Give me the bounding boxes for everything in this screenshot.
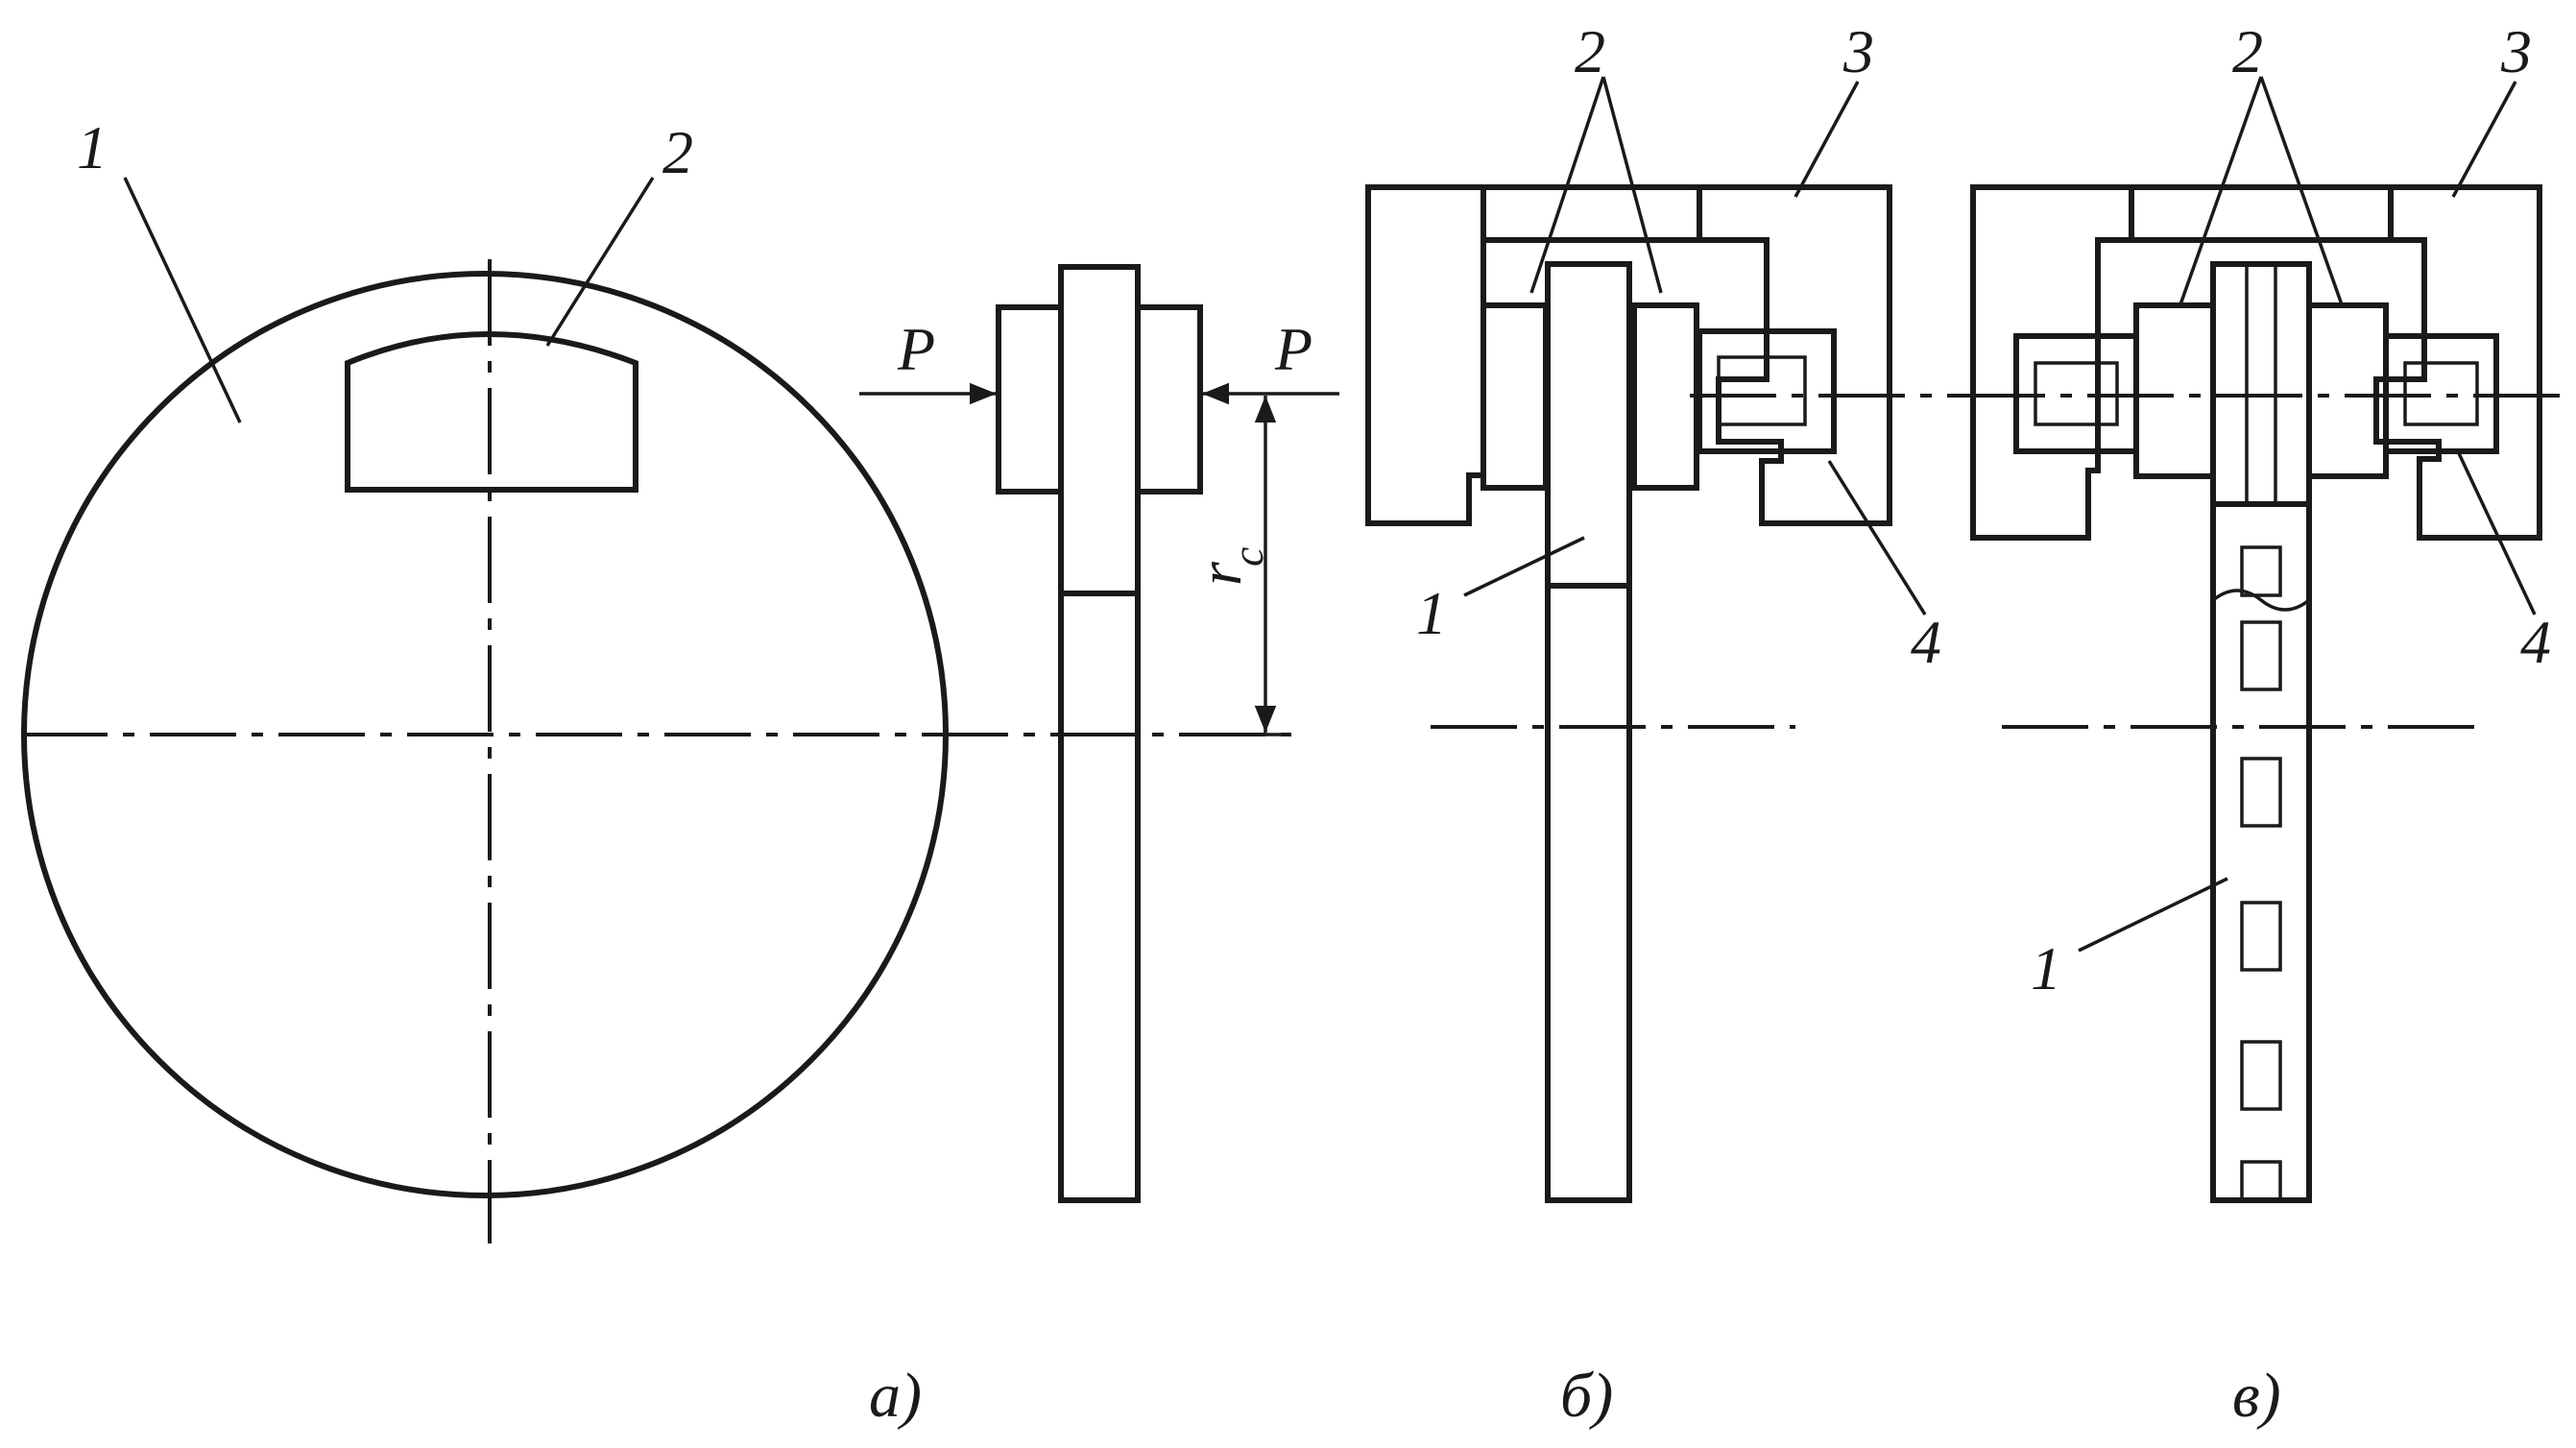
view-b: 2 3 1 4 б): [1365, 17, 1959, 1431]
label-force-right: P: [1274, 315, 1312, 383]
label-force-left: P: [897, 315, 935, 383]
leader-c-part3: [2451, 81, 2517, 198]
view-c: 2 3 1 4 в): [1959, 17, 2564, 1431]
leader-b-part1: [1463, 536, 1585, 597]
label-c-part2: 2: [2232, 17, 2263, 85]
leader-b-part3: [1794, 81, 1860, 198]
pad-left-section: [996, 304, 1064, 495]
leader-c-part2-b: [2259, 76, 2345, 308]
piston-left-c: [2013, 333, 2139, 454]
vent-slot-2: [2240, 620, 2282, 691]
pad-left-b: [1481, 302, 1549, 491]
label-part2: 2: [662, 118, 693, 186]
vent-slot-5: [2240, 1040, 2282, 1111]
disc-section-c-hatched: [2210, 261, 2312, 507]
label-c-part3: 3: [2500, 17, 2532, 85]
disc-section-b-hatched: [1545, 261, 1632, 589]
piston-right-c: [2383, 333, 2499, 454]
vent-slot-4: [2240, 901, 2282, 972]
view-a: 1 2 P P r c а): [21, 113, 1339, 1431]
label-radius-subscript: c: [1223, 547, 1272, 567]
leader-b-part2-a: [1529, 76, 1605, 294]
piston-right-cavity-c: [2403, 361, 2479, 426]
label-b-part1: 1: [1416, 579, 1447, 647]
disc-section-plain: [1058, 591, 1141, 1203]
label-b-part4: 4: [1911, 608, 1941, 676]
piston-cavity-b: [1717, 355, 1807, 426]
leader-c-part2-a: [2178, 76, 2263, 308]
label-b-part3: 3: [1842, 17, 1874, 85]
pad-right-section: [1135, 304, 1203, 495]
leader-b-part4: [1827, 460, 1927, 615]
pad-right-b: [1631, 302, 1699, 491]
vent-slot-6: [2240, 1160, 2282, 1202]
piston-b: [1697, 328, 1837, 454]
disc-section-b-plain: [1545, 583, 1632, 1203]
vent-slot-1: [2240, 545, 2282, 597]
leader-b-part2-b: [1601, 76, 1663, 294]
caliper-opening-b: [1481, 184, 1702, 243]
label-radius: r: [1186, 561, 1254, 586]
leader-c-part1: [2078, 877, 2228, 953]
caption-a: а): [869, 1361, 922, 1431]
leader-part2: [545, 177, 655, 347]
label-c-part1: 1: [2031, 934, 2061, 1002]
pad-left-c: [2133, 302, 2216, 479]
caption-c: в): [2232, 1361, 2281, 1431]
break-line-c: [2211, 589, 2311, 612]
label-c-part4: 4: [2520, 608, 2551, 676]
caliper-opening-c: [2129, 184, 2394, 243]
caption-b: б): [1560, 1361, 1613, 1431]
vent-slot-3: [2240, 757, 2282, 828]
label-b-part2: 2: [1575, 17, 1605, 85]
leader-c-part4: [2456, 450, 2537, 615]
brake-pad-front: [345, 331, 638, 493]
leader-part1: [123, 177, 242, 423]
piston-left-cavity-c: [2034, 361, 2119, 426]
caliper-housing-c: [1970, 184, 2542, 541]
disc-section-hatched: [1058, 264, 1141, 596]
label-part1: 1: [77, 113, 108, 181]
